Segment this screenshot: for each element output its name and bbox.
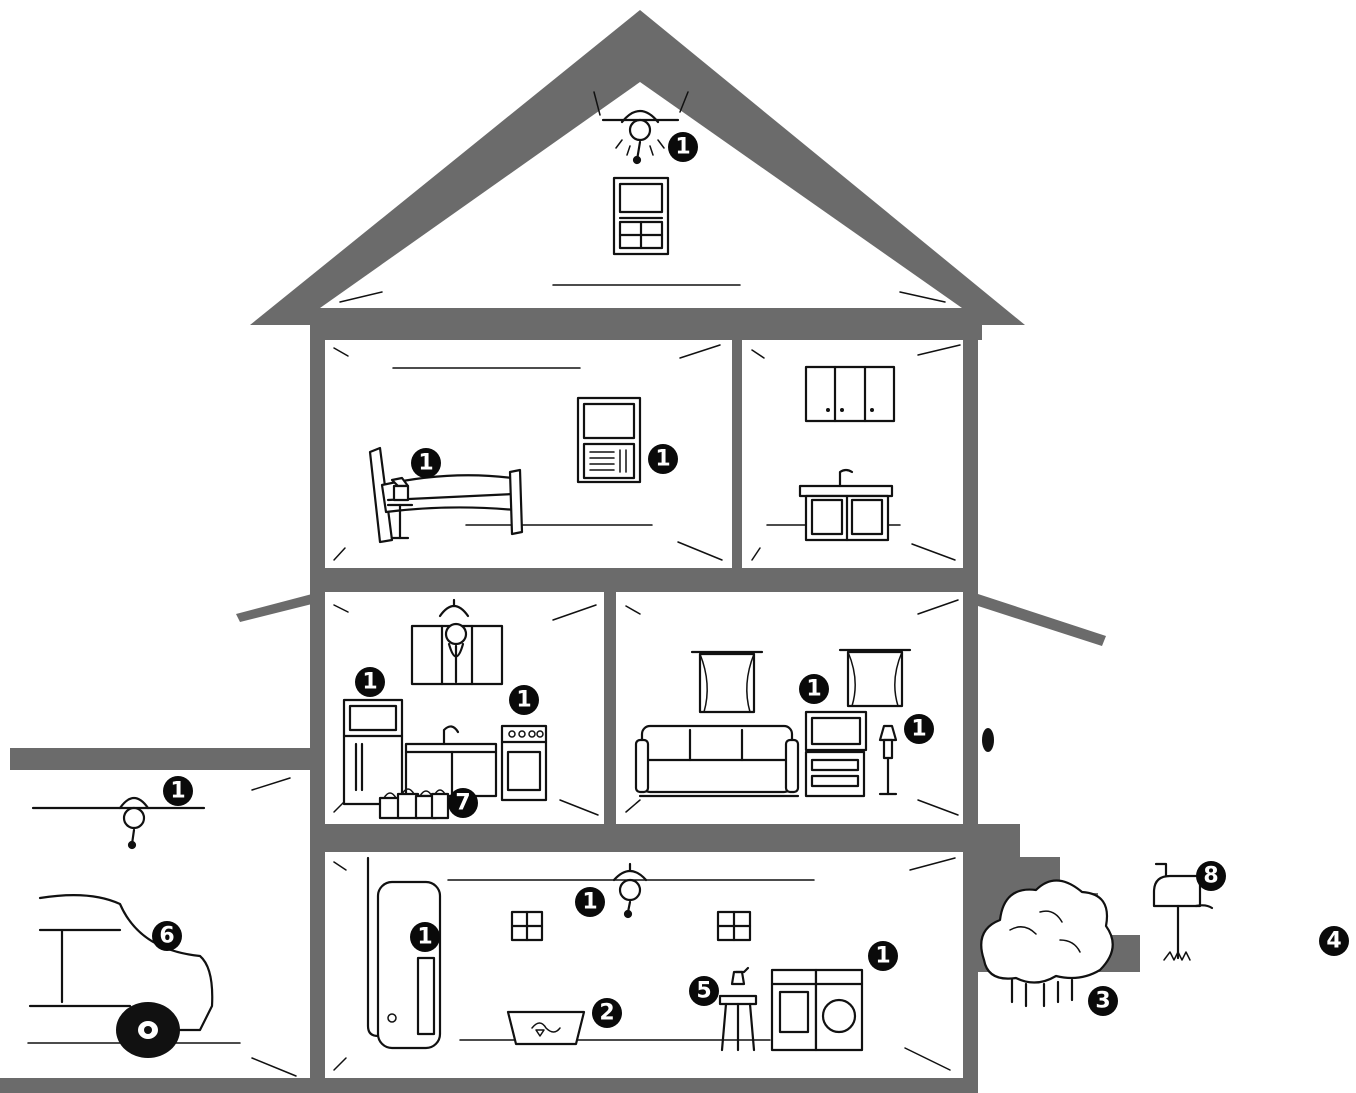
car xyxy=(30,895,212,1058)
marker-basement-recycling[interactable]: 2 xyxy=(592,998,622,1028)
living-window-right xyxy=(840,650,910,706)
svg-text:1: 1 xyxy=(516,688,531,713)
garage-roof xyxy=(10,748,312,770)
spray-bottle-stool xyxy=(720,968,756,1050)
recycling-bin xyxy=(508,1012,584,1044)
bathroom-cabinets xyxy=(806,367,894,421)
marker-basement-spray[interactable]: 5 xyxy=(689,976,719,1006)
basement-window-right xyxy=(718,912,750,940)
shopping-bags xyxy=(380,789,448,818)
marker-basement-water-heater[interactable]: 1 xyxy=(410,922,440,952)
bed xyxy=(370,448,522,542)
marker-yard-shrubs[interactable]: 3 xyxy=(1088,986,1118,1016)
marker-garage-light[interactable]: 1 xyxy=(163,776,193,806)
svg-text:1: 1 xyxy=(655,447,670,472)
tv-stand xyxy=(806,712,866,796)
marker-living-lamp[interactable]: 1 xyxy=(904,714,934,744)
svg-text:8: 8 xyxy=(1203,864,1218,889)
svg-text:3: 3 xyxy=(1095,989,1110,1014)
stove xyxy=(502,726,546,800)
marker-garage-car[interactable]: 6 xyxy=(152,921,182,951)
svg-text:1: 1 xyxy=(170,779,185,804)
marker-kitchen-stove[interactable]: 1 xyxy=(509,685,539,715)
marker-bedroom-bed[interactable]: 1 xyxy=(411,448,441,478)
svg-text:1: 1 xyxy=(417,925,432,950)
sofa xyxy=(636,726,798,796)
svg-text:6: 6 xyxy=(159,924,174,949)
svg-text:2: 2 xyxy=(599,1001,614,1026)
kitchen-light-fixture xyxy=(440,600,468,616)
marker-attic-light[interactable]: 1 xyxy=(668,132,698,162)
svg-text:4: 4 xyxy=(1326,929,1341,954)
left-wall xyxy=(310,330,325,1093)
svg-text:1: 1 xyxy=(875,944,890,969)
svg-text:1: 1 xyxy=(911,717,926,742)
svg-text:1: 1 xyxy=(806,677,821,702)
refrigerator xyxy=(344,700,402,804)
living-window-left xyxy=(692,652,762,712)
marker-basement-washer[interactable]: 1 xyxy=(868,941,898,971)
attic-window xyxy=(614,178,668,254)
marker-kitchen-bags[interactable]: 7 xyxy=(448,788,478,818)
living-lamp xyxy=(880,726,896,794)
svg-text:5: 5 xyxy=(696,979,711,1004)
kitchen-upper-cabinets xyxy=(412,624,502,684)
svg-text:1: 1 xyxy=(362,670,377,695)
marker-yard-outside[interactable]: 4 xyxy=(1319,926,1349,956)
basement-light-fixture xyxy=(614,864,646,917)
basement-window-left xyxy=(512,912,542,940)
window-air-conditioner xyxy=(578,398,640,482)
water-heater xyxy=(368,858,440,1048)
marker-basement-light[interactable]: 1 xyxy=(575,887,605,917)
svg-text:7: 7 xyxy=(455,791,470,816)
svg-text:1: 1 xyxy=(418,451,433,476)
marker-mailbox[interactable]: 8 xyxy=(1196,861,1226,891)
svg-text:1: 1 xyxy=(582,890,597,915)
marker-living-tv[interactable]: 1 xyxy=(799,674,829,704)
bathroom-sink xyxy=(800,470,892,540)
kitchen-sink-counter xyxy=(406,726,496,796)
marker-bedroom-ac[interactable]: 1 xyxy=(648,444,678,474)
marker-kitchen-fridge[interactable]: 1 xyxy=(355,667,385,697)
svg-text:1: 1 xyxy=(675,135,690,160)
right-wall xyxy=(963,330,978,1093)
washer-dryer xyxy=(772,970,862,1050)
